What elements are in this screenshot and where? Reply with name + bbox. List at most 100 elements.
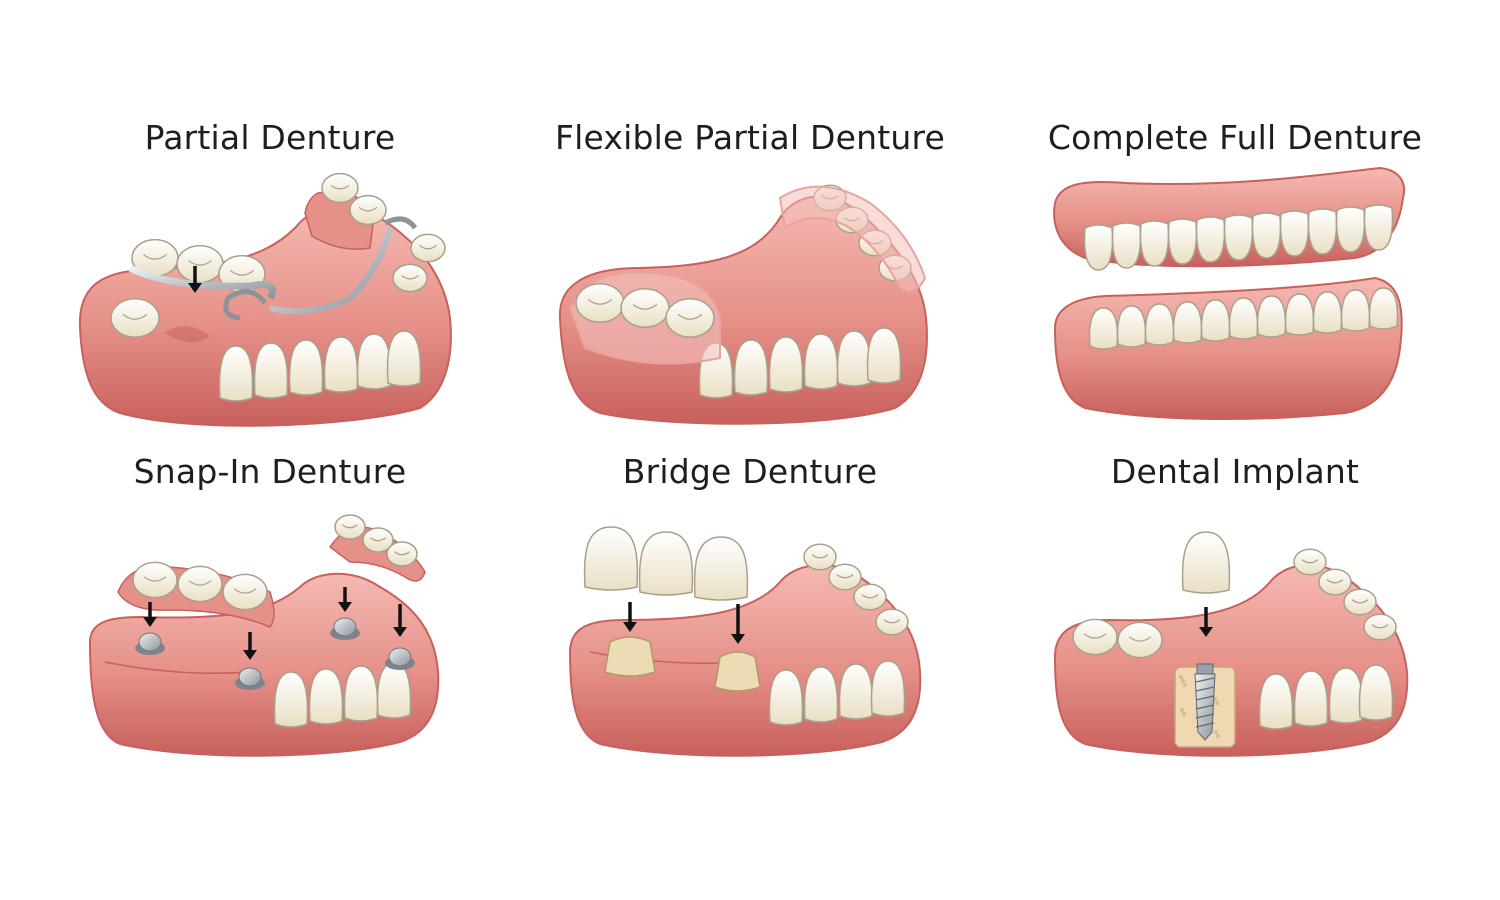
panel-title: Dental Implant (1015, 452, 1455, 491)
panel-dental-implant: Dental Implant (1015, 452, 1455, 782)
tooth (1330, 668, 1363, 723)
partial-denture-illustration (50, 158, 490, 448)
flexible-partial-denture-illustration (530, 158, 970, 448)
tooth (1260, 674, 1293, 729)
dental-implant-illustration (1015, 492, 1455, 782)
molar-tooth (133, 562, 177, 597)
tooth (1360, 665, 1393, 720)
tooth (1281, 211, 1309, 256)
molar-tooth (854, 584, 886, 610)
molar-tooth (829, 564, 861, 590)
tooth (345, 666, 378, 721)
bridge-crown (640, 532, 693, 595)
molar-tooth (387, 542, 417, 566)
tooth (1309, 209, 1337, 254)
molar-tooth (876, 609, 908, 635)
molar-tooth (804, 544, 836, 570)
tooth (868, 328, 901, 383)
tooth (735, 340, 768, 395)
tooth (1286, 294, 1314, 335)
tooth (1197, 217, 1225, 262)
molar-tooth (621, 289, 669, 327)
snap-attachment (334, 618, 356, 636)
molar-tooth (393, 264, 427, 291)
molar-tooth (350, 196, 386, 225)
tooth (838, 331, 871, 386)
tooth (1230, 298, 1258, 339)
bone-texture (1216, 734, 1220, 738)
tooth (1169, 219, 1197, 264)
bone-texture (1181, 679, 1185, 683)
tooth (872, 661, 905, 716)
tooth (805, 667, 838, 722)
molar-tooth (1319, 569, 1351, 595)
tooth (358, 334, 391, 389)
molar-tooth (322, 174, 358, 203)
bone-texture (1182, 712, 1186, 716)
panel-title: Complete Full Denture (1015, 118, 1455, 157)
molar-tooth (1118, 622, 1162, 657)
bone-texture (1215, 701, 1219, 705)
tooth (840, 664, 873, 719)
panel-complete-full-denture: Complete Full Denture (1015, 118, 1455, 448)
molar-tooth (177, 246, 223, 283)
tooth (388, 331, 421, 386)
snap-attachment (389, 648, 411, 666)
panel-partial-denture: Partial Denture (50, 118, 490, 448)
molar-tooth (666, 299, 714, 337)
tooth (325, 337, 358, 392)
tooth (805, 334, 838, 389)
tooth (220, 346, 253, 401)
tooth (770, 670, 803, 725)
prepared-abutment (605, 637, 655, 676)
molar-tooth (223, 574, 267, 609)
bridge-crown (585, 527, 638, 590)
molar-tooth (576, 284, 624, 322)
tooth (255, 343, 288, 398)
tooth (1365, 205, 1393, 250)
snap-in-denture-illustration (50, 492, 490, 782)
molar-tooth (1073, 619, 1117, 654)
prepared-abutment (715, 652, 760, 691)
bone-texture (1214, 730, 1218, 734)
tooth (1295, 671, 1328, 726)
tooth (1342, 290, 1370, 331)
molar-tooth (111, 299, 159, 337)
tooth (1258, 296, 1286, 337)
tooth (1113, 223, 1141, 268)
panel-snap-in-denture: Snap-In Denture (50, 452, 490, 782)
implant-abutment (1197, 664, 1213, 674)
snap-attachment (239, 668, 261, 686)
tooth (1370, 288, 1398, 329)
tooth (1085, 225, 1113, 270)
snap-attachment (139, 633, 161, 651)
molar-tooth (1294, 549, 1326, 575)
tooth (1141, 221, 1169, 266)
panel-title: Flexible Partial Denture (530, 118, 970, 157)
molar-tooth (1364, 614, 1396, 640)
tooth (1225, 215, 1253, 260)
panel-title: Bridge Denture (530, 452, 970, 491)
tooth (310, 669, 343, 724)
tooth (1090, 308, 1118, 349)
tooth (1174, 302, 1202, 343)
tooth (378, 663, 411, 718)
molar-tooth (411, 234, 445, 261)
tooth (1146, 304, 1174, 345)
bone-texture (1180, 708, 1184, 712)
tooth (275, 672, 308, 727)
bridge-crown (695, 537, 748, 600)
molar-tooth (1344, 589, 1376, 615)
implant-crown (1183, 532, 1230, 593)
tooth (290, 340, 323, 395)
molar-tooth (335, 515, 365, 539)
tooth (770, 337, 803, 392)
tooth (1253, 213, 1281, 258)
bone-texture (1179, 675, 1183, 679)
bridge-denture-illustration (530, 492, 970, 782)
complete-full-denture-illustration (1015, 158, 1455, 448)
panel-title: Snap-In Denture (50, 452, 490, 491)
panel-flexible-partial-denture: Flexible Partial Denture (530, 118, 970, 448)
panel-title: Partial Denture (50, 118, 490, 157)
